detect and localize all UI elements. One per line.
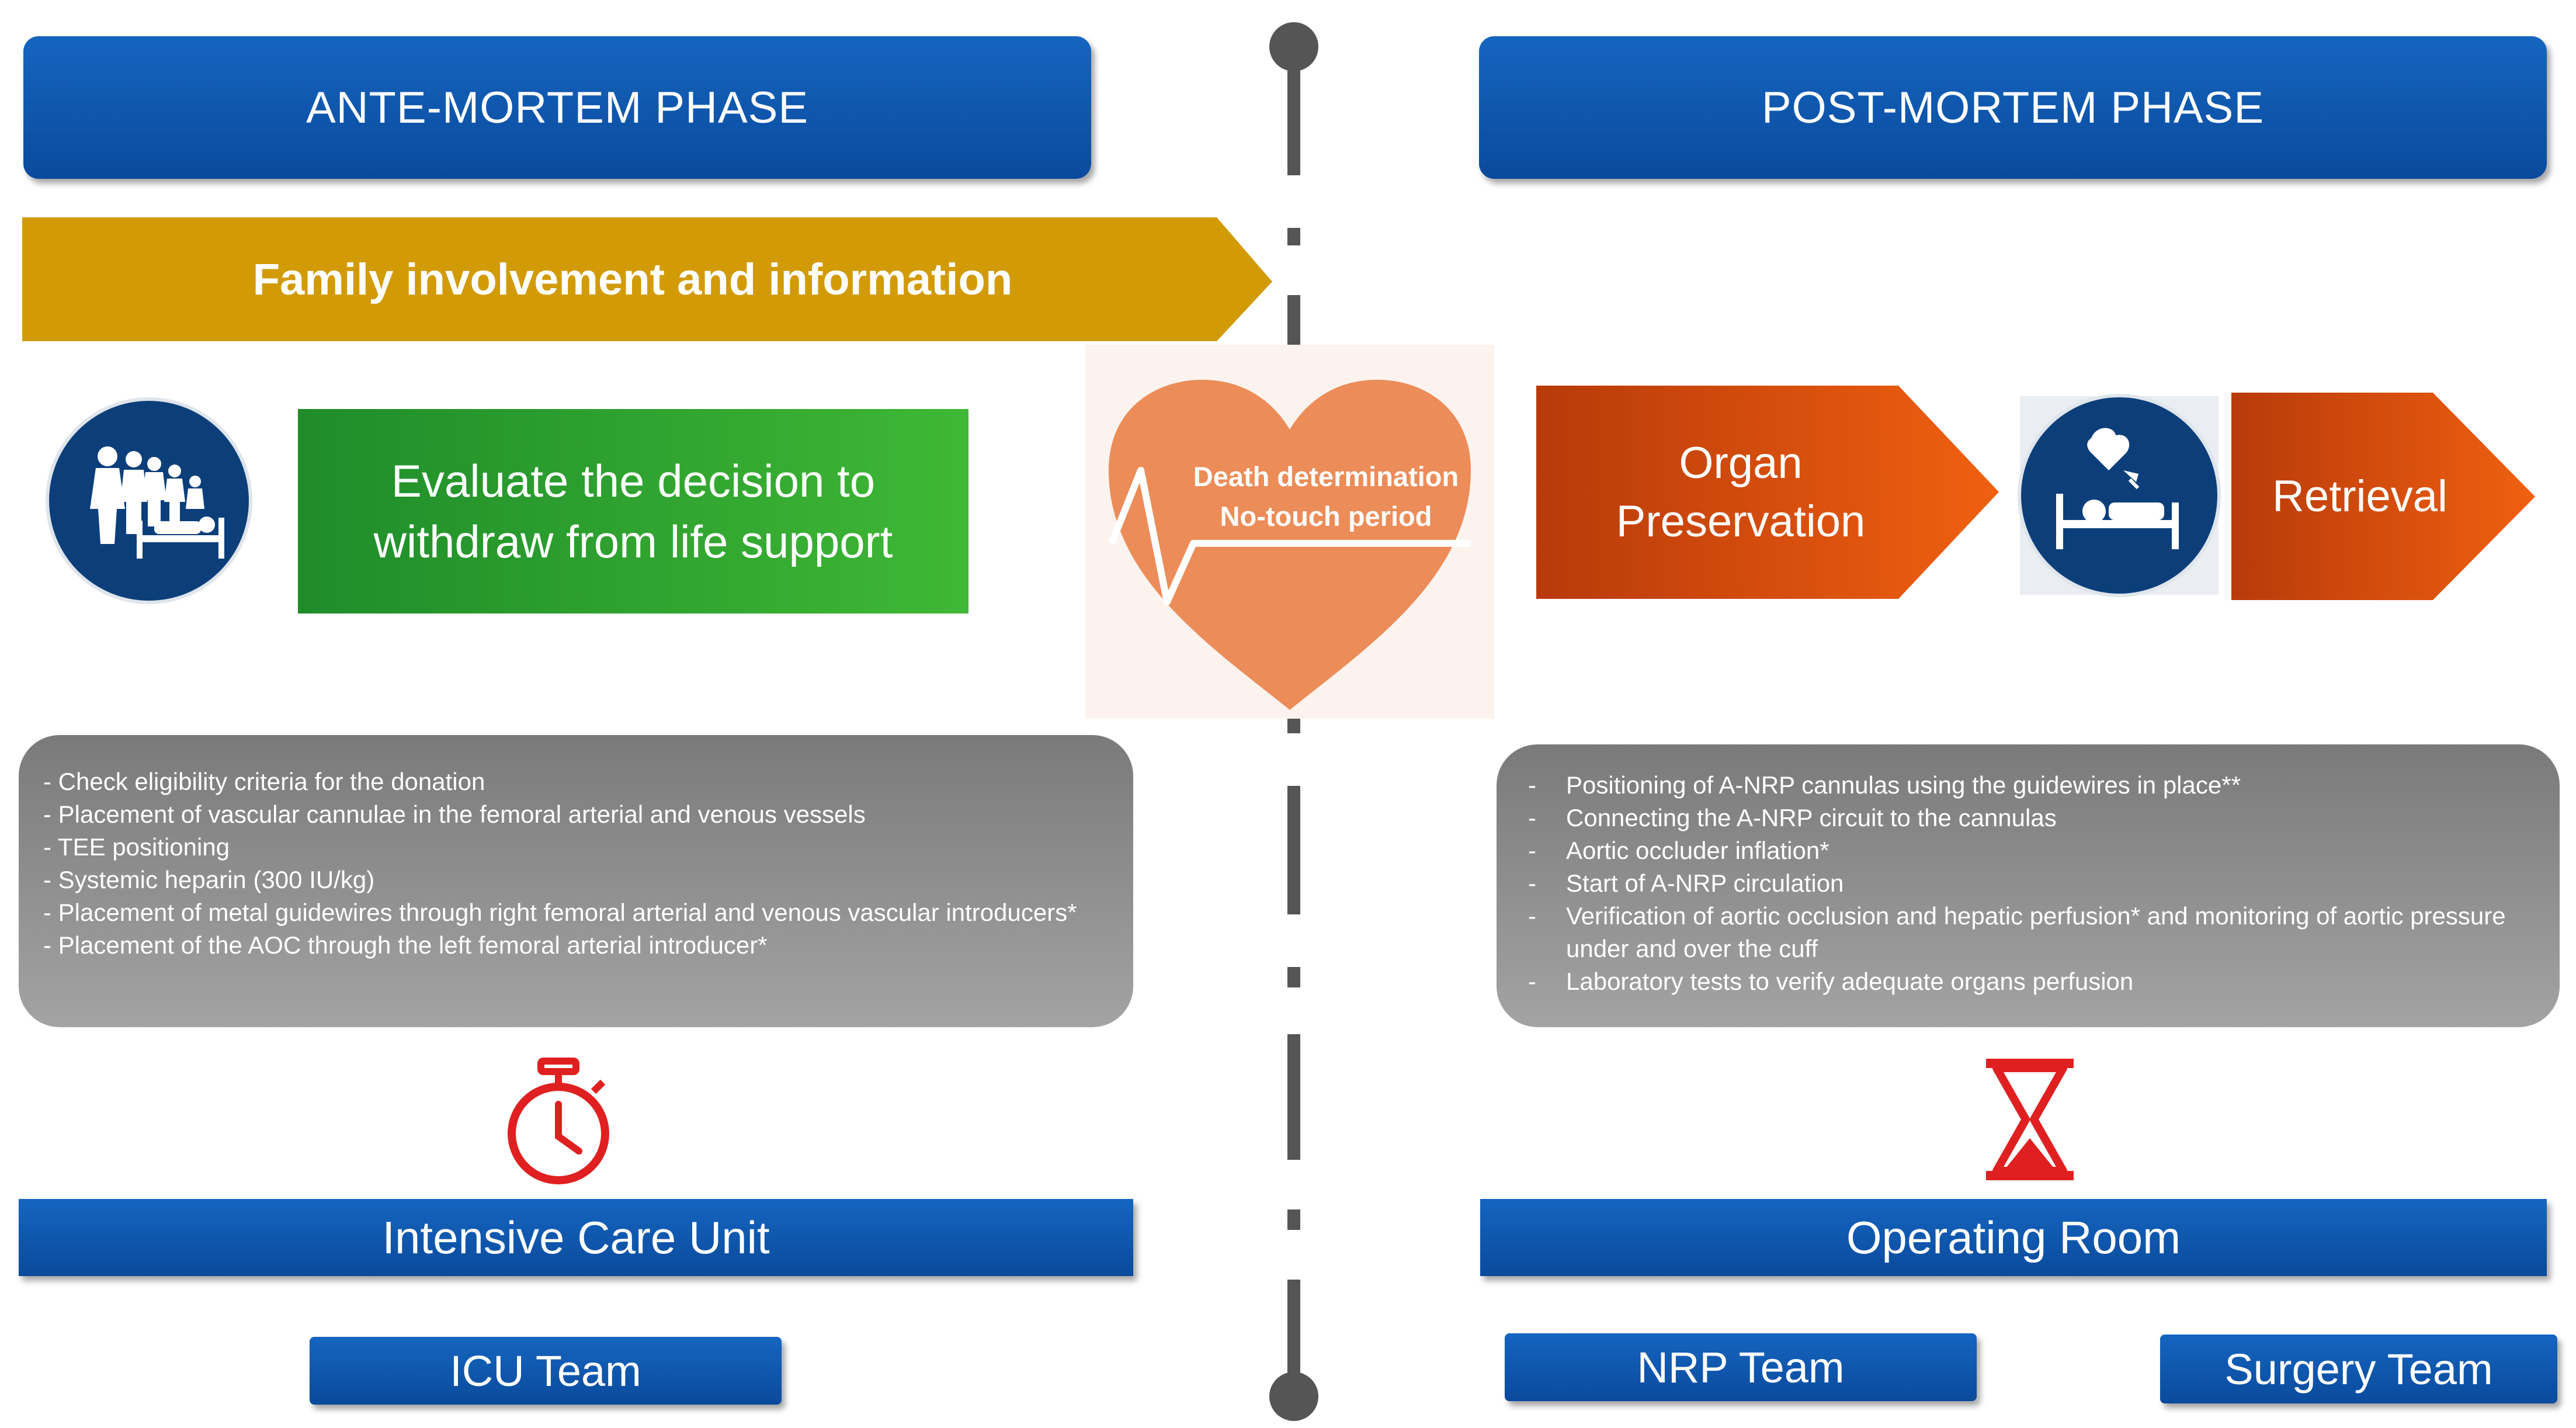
icu-location-label: Intensive Care Unit — [382, 1211, 770, 1263]
icu-team-label: ICU Team — [450, 1346, 641, 1395]
nrp-team-label: NRP Team — [1637, 1343, 1845, 1392]
post-step: - Connecting the A-NRP circuit to the can… — [1528, 802, 2507, 834]
post-step-text: Start of A-NRP circulation — [1566, 869, 1844, 897]
ecg-line — [1108, 467, 1471, 605]
post-step: - Aortic occluder inflation* — [1528, 834, 2507, 867]
post-step-text: Laboratory tests to verify adequate orga… — [1566, 968, 2134, 995]
stopwatch-icon — [508, 1058, 609, 1184]
ante-steps-list: - Check eligibility criteria for the don… — [43, 765, 1098, 962]
hourglass-icon — [1986, 1059, 2074, 1180]
organ-line1: Organ — [1679, 438, 1803, 488]
ante-mortem-phase-title: ANTE-MORTEM PHASE — [23, 36, 1091, 179]
ante-step: - Placement of vascular cannulae in the … — [43, 800, 866, 828]
ante-mortem-label: ANTE-MORTEM PHASE — [305, 82, 809, 133]
family-banner-label: Family involvement and information — [252, 254, 1013, 304]
heart-shape — [1108, 380, 1471, 710]
operating-room-label: Operating Room — [1846, 1211, 2181, 1263]
family-icon-circle — [49, 401, 249, 601]
post-step: - Laboratory tests to verify adequate org… — [1528, 965, 2507, 998]
organ-donor-bed-icon — [2056, 428, 2179, 549]
ante-steps-box: - Check eligibility criteria for the don… — [19, 735, 1133, 1027]
retrieval-label: Retrieval — [2272, 472, 2447, 521]
post-steps-list: - Positioning of A-NRP cannulas using the… — [1528, 769, 2507, 998]
family-banner-arrow — [22, 217, 1272, 341]
post-step-dash: - — [1528, 771, 1536, 799]
heart-label: Death determination No-touch period — [1168, 453, 1484, 540]
post-step-dash: - — [1528, 869, 1536, 897]
icu-location-bar: Intensive Care Unit — [19, 1199, 1133, 1276]
organ-preservation-label: Organ Preservation — [1536, 386, 1945, 599]
surgery-team-label: Surgery Team — [2224, 1344, 2493, 1394]
retrieval-label-box: Retrieval — [2231, 393, 2488, 600]
post-step: - Positioning of A-NRP cannulas using the… — [1528, 769, 2507, 802]
nrp-team-box: NRP Team — [1505, 1333, 1977, 1401]
timeline-start-dot — [1269, 22, 1318, 71]
post-mortem-label: POST-MORTEM PHASE — [1761, 82, 2265, 133]
ante-step: - Placement of metal guidewires through … — [43, 899, 1077, 926]
post-step-text: Aortic occluder inflation* — [1566, 837, 1829, 864]
evaluate-line1: Evaluate the decision to — [391, 455, 876, 507]
post-step: - Start of A-NRP circulation — [1528, 867, 2507, 900]
organ-preservation-arrow — [1536, 386, 1999, 599]
post-step-dash: - — [1528, 804, 1536, 831]
family-banner: Family involvement and information — [22, 217, 1243, 341]
post-step-dash: - — [1528, 968, 1536, 995]
icu-team-box: ICU Team — [310, 1337, 782, 1405]
post-step: - Verification of aortic occlusion and he… — [1528, 900, 2507, 965]
surgery-team-box: Surgery Team — [2160, 1335, 2557, 1403]
heart-line2: No-touch period — [1220, 501, 1432, 532]
ante-step: - TEE positioning — [43, 833, 230, 861]
post-step-dash: - — [1528, 837, 1536, 864]
operating-room-bar: Operating Room — [1480, 1199, 2547, 1276]
ante-step: - Check eligibility criteria for the don… — [43, 768, 485, 795]
post-step-text: Verification of aortic occlusion and hep… — [1566, 902, 2506, 962]
post-step-dash: - — [1528, 902, 1536, 930]
heart-line1: Death determination — [1193, 461, 1459, 492]
evaluate-line2: withdraw from life support — [373, 516, 893, 567]
donor-icon-circle — [2021, 397, 2217, 594]
timeline-end-dot — [1269, 1372, 1318, 1421]
retrieval-arrow — [2231, 393, 2535, 600]
post-step-text: Connecting the A-NRP circuit to the cann… — [1566, 804, 2057, 831]
organ-line2: Preservation — [1616, 496, 1866, 546]
post-steps-box: - Positioning of A-NRP cannulas using the… — [1497, 744, 2560, 1027]
ante-step: - Systemic heparin (300 IU/kg) — [43, 866, 375, 893]
family-bedside-icon — [90, 446, 224, 559]
post-mortem-phase-title: POST-MORTEM PHASE — [1479, 36, 2547, 179]
ante-step: - Placement of the AOC through the left … — [43, 931, 768, 959]
post-step-text: Positioning of A-NRP cannulas using the … — [1566, 771, 2241, 799]
evaluate-decision-box: Evaluate the decision to withdraw from l… — [298, 409, 968, 614]
